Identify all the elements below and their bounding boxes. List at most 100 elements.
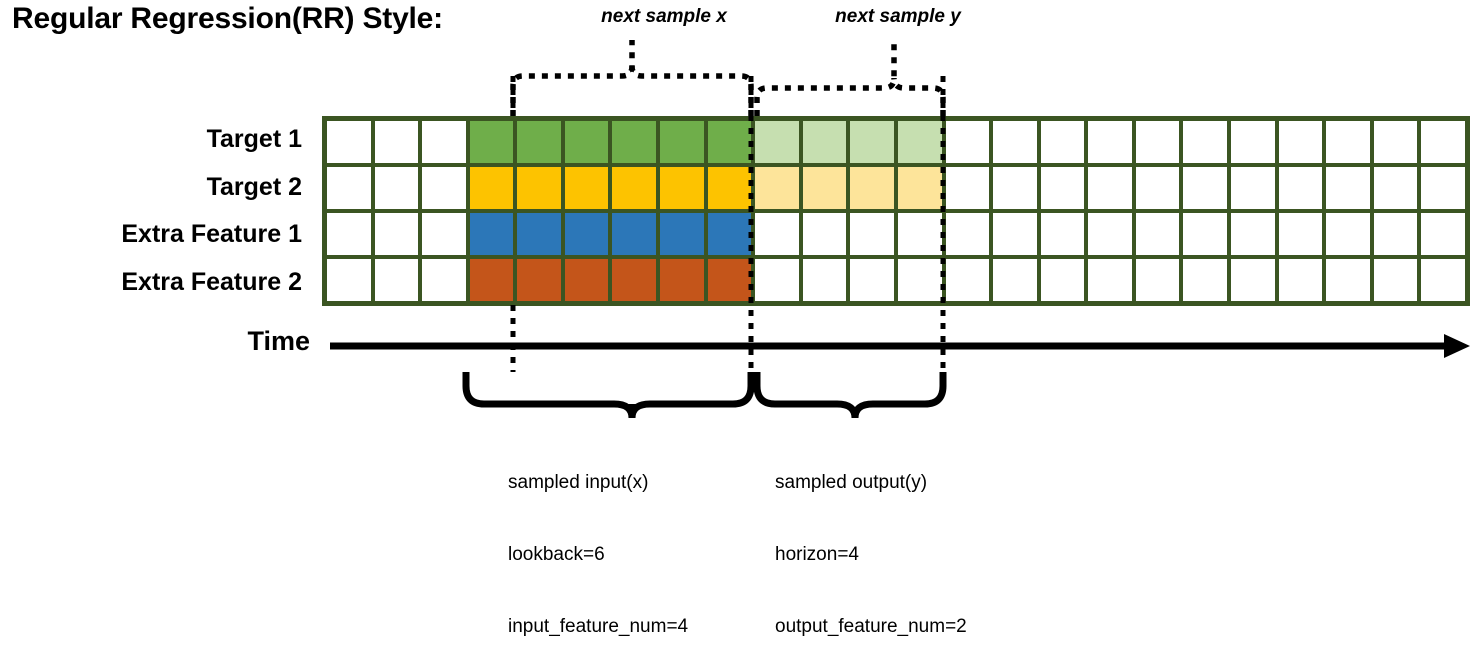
- grid-cell: [1278, 213, 1323, 255]
- grid-cell: [469, 213, 514, 255]
- grid-cell: [707, 167, 752, 209]
- grid-cell: [327, 259, 371, 301]
- grid-cell: [1135, 259, 1180, 301]
- grid-cell: [422, 259, 466, 301]
- grid-cell: [945, 259, 990, 301]
- grid-cell: [374, 213, 419, 255]
- next-sample-x-label: next sample x: [601, 6, 727, 27]
- grid-cell: [564, 213, 609, 255]
- grid-cell: [850, 213, 894, 255]
- brace-sampled-output: [753, 372, 947, 419]
- grid-cell: [897, 259, 942, 301]
- grid-cell: [1373, 121, 1418, 163]
- grid-cell: [945, 167, 990, 209]
- grid-cell: [1230, 213, 1275, 255]
- grid-cell: [707, 213, 752, 255]
- grid-cell: [1183, 167, 1227, 209]
- grid-cell: [1088, 167, 1132, 209]
- grid-cell: [1183, 213, 1227, 255]
- grid-cell: [1040, 121, 1085, 163]
- time-axis-arrow: [330, 334, 1470, 358]
- time-axis-label: Time: [247, 326, 310, 356]
- grid-cell: [993, 259, 1037, 301]
- grid-cell: [374, 167, 419, 209]
- grid-cell: [707, 121, 752, 163]
- grid-cell: [517, 167, 561, 209]
- grid-cell: [1135, 121, 1180, 163]
- grid-cell: [422, 213, 466, 255]
- grid-cell: [374, 121, 419, 163]
- grid-cell: [802, 213, 847, 255]
- grid-cell: [564, 259, 609, 301]
- brace-sampled-input: [462, 372, 755, 419]
- grid-cell: [469, 121, 514, 163]
- grid-cell: [1040, 259, 1085, 301]
- grid-cell: [327, 213, 371, 255]
- grid-cell: [993, 121, 1037, 163]
- grid-cell: [945, 121, 990, 163]
- caption-output-line2: horizon=4: [775, 544, 859, 565]
- grid-cell: [612, 167, 657, 209]
- row-label-target-1: Target 1: [206, 125, 302, 153]
- grid-cell: [1230, 121, 1275, 163]
- grid-cell: [1373, 167, 1418, 209]
- grid-cell: [327, 121, 371, 163]
- grid-row-extra-feature-2: [327, 259, 1465, 301]
- grid-cell: [327, 167, 371, 209]
- grid-cell: [1088, 259, 1132, 301]
- grid-cell: [469, 259, 514, 301]
- grid-cell: [1373, 259, 1418, 301]
- grid-cell: [850, 167, 894, 209]
- row-label-target-2: Target 2: [206, 172, 302, 201]
- grid-cell: [1326, 167, 1370, 209]
- grid-cell: [802, 167, 847, 209]
- grid-cell: [707, 259, 752, 301]
- grid-cell: [1088, 213, 1132, 255]
- grid-cell: [612, 121, 657, 163]
- grid-cell: [1183, 121, 1227, 163]
- next-sample-y-label: next sample y: [835, 6, 961, 27]
- grid-cell: [1421, 167, 1465, 209]
- grid-cell: [1278, 167, 1323, 209]
- grid-cell: [517, 213, 561, 255]
- grid-cell: [612, 259, 657, 301]
- grid-cell: [469, 167, 514, 209]
- brace-next-sample-y: [754, 40, 946, 116]
- grid-cell: [1135, 213, 1180, 255]
- grid-cell: [1326, 121, 1370, 163]
- caption-input-line1: sampled input(x): [508, 472, 649, 493]
- caption-sampled-output: sampled output(y) horizon=4 output_featu…: [775, 423, 967, 663]
- grid-cell: [897, 213, 942, 255]
- grid-cell: [755, 167, 799, 209]
- grid-cell: [660, 121, 704, 163]
- grid-cell: [1040, 213, 1085, 255]
- grid-cell: [993, 213, 1037, 255]
- grid-cell: [612, 213, 657, 255]
- grid-cell: [422, 167, 466, 209]
- grid-cell: [802, 259, 847, 301]
- brace-next-sample-x: [510, 40, 754, 116]
- grid-cell: [1278, 121, 1323, 163]
- grid-cell: [1278, 259, 1323, 301]
- row-label-extra-feature-1: Extra Feature 1: [121, 220, 302, 248]
- grid-cell: [850, 259, 894, 301]
- grid-cell: [1421, 121, 1465, 163]
- grid-cell: [1326, 213, 1370, 255]
- grid-row-target-2: [327, 167, 1465, 209]
- grid-cell: [993, 167, 1037, 209]
- caption-sampled-input: sampled input(x) lookback=6 input_featur…: [508, 423, 688, 663]
- grid-cell: [755, 259, 799, 301]
- grid-cell: [422, 121, 466, 163]
- grid-cell: [660, 259, 704, 301]
- grid-cell: [802, 121, 847, 163]
- timeseries-grid: [322, 116, 1470, 306]
- caption-input-line2: lookback=6: [508, 544, 605, 565]
- caption-input-line3: input_feature_num=4: [508, 616, 689, 637]
- grid-cell: [1230, 259, 1275, 301]
- grid-cell: [755, 121, 799, 163]
- grid-cell: [755, 213, 799, 255]
- grid-cell: [564, 121, 609, 163]
- grid-cell: [660, 213, 704, 255]
- grid-row-extra-feature-1: [327, 213, 1465, 255]
- caption-output-line1: sampled output(y): [775, 472, 928, 493]
